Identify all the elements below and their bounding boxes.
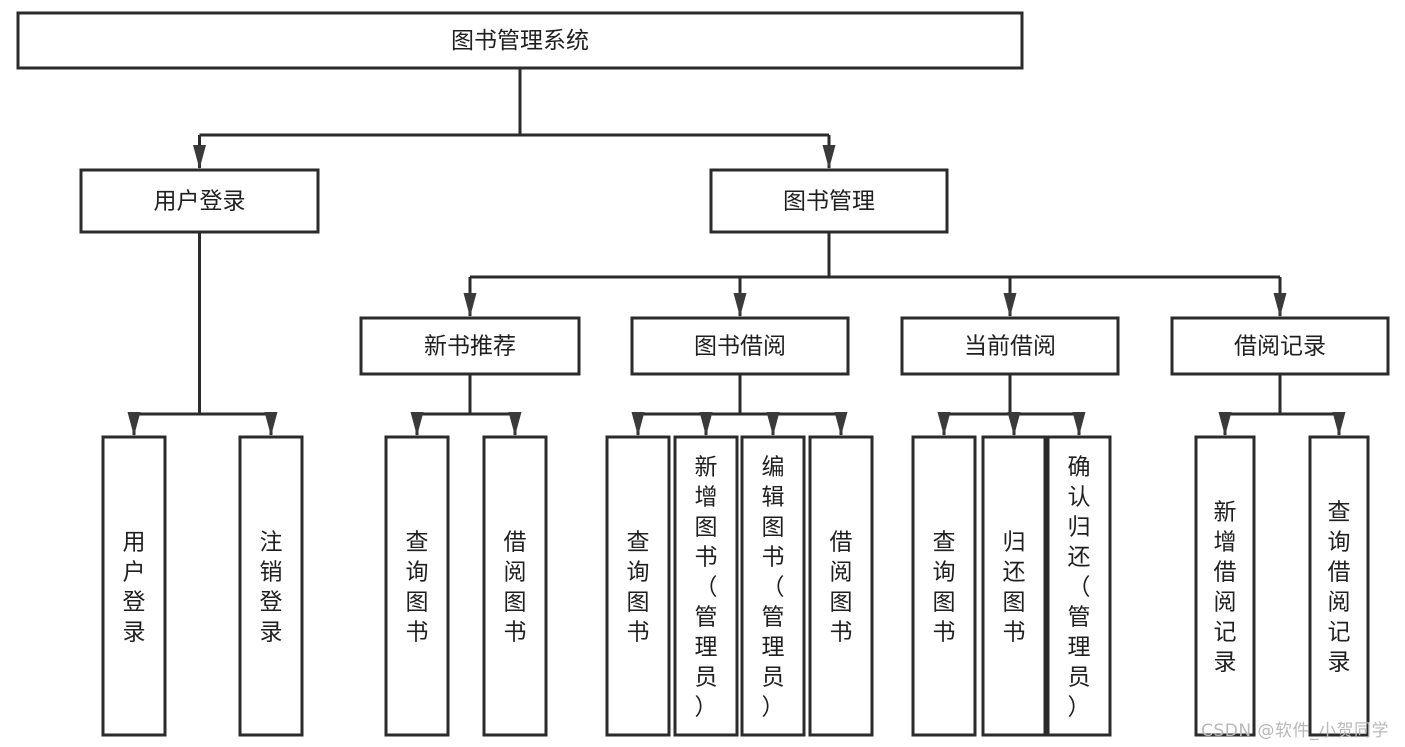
node-box: [1194, 435, 1256, 737]
arrow-head-icon: [1072, 412, 1086, 436]
arrow-head-icon: [733, 293, 747, 317]
node-leaf-7[interactable]: 借阅图书: [808, 435, 874, 737]
arrow-head-icon: [834, 412, 848, 436]
node-leaf-4[interactable]: 查询图书: [605, 435, 671, 737]
node-layer: 图书管理系统用户登录图书管理新书推荐图书借阅当前借阅借阅记录用户登录注销登录查询…: [16, 11, 1390, 737]
node-box: [384, 435, 450, 737]
node-label: 用户登录: [154, 189, 246, 215]
node-label: 当前借阅: [964, 334, 1056, 360]
arrow-head-icon: [463, 293, 477, 317]
node-box: [16, 11, 1024, 70]
arrow-head-icon: [127, 412, 141, 436]
node-box: [709, 168, 949, 234]
arrow-head-icon: [1332, 412, 1346, 436]
arrow-head-icon: [1218, 412, 1232, 436]
node-box: [1170, 316, 1390, 376]
node-level3-0[interactable]: 新书推荐: [359, 316, 581, 376]
node-leaf-3[interactable]: 借阅图书: [482, 435, 548, 737]
node-label: 注销登录: [260, 529, 283, 645]
node-box: [79, 168, 320, 234]
node-label: 借阅图书: [504, 529, 527, 645]
node-label: 借阅图书: [830, 529, 853, 645]
arrow-head-icon: [1007, 412, 1021, 436]
arrow-head-icon: [631, 412, 645, 436]
node-box: [630, 316, 850, 376]
node-leaf-5[interactable]: 新增图书（管理员）: [673, 435, 739, 737]
node-level3-2[interactable]: 当前借阅: [900, 316, 1120, 376]
node-leaf-11[interactable]: 新增借阅记录: [1194, 435, 1256, 737]
node-leaf-10[interactable]: 确认归还（管理员）: [1046, 435, 1112, 737]
node-leaf-1[interactable]: 注销登录: [238, 435, 304, 737]
node-leaf-12[interactable]: 查询借阅记录: [1308, 435, 1370, 737]
node-leaf-9[interactable]: 归还图书: [981, 435, 1047, 737]
node-box: [911, 435, 977, 737]
node-box: [808, 435, 874, 737]
node-box: [238, 435, 304, 737]
arrow-head-icon: [1003, 293, 1017, 317]
node-label: 借阅记录: [1234, 334, 1326, 360]
node-box: [1046, 435, 1112, 737]
node-root-0[interactable]: 图书管理系统: [16, 11, 1024, 70]
node-level2-0[interactable]: 用户登录: [79, 168, 320, 234]
node-label: 新增图书（管理员）: [695, 454, 718, 720]
connector-layer: [127, 68, 1346, 436]
node-box: [740, 435, 806, 737]
node-box: [101, 435, 167, 737]
node-label: 新增借阅记录: [1214, 499, 1237, 675]
arrow-head-icon: [193, 145, 206, 169]
node-box: [482, 435, 548, 737]
node-box: [673, 435, 739, 737]
node-label: 查询图书: [933, 529, 956, 645]
node-label: 编辑图书（管理员）: [762, 454, 785, 720]
node-label: 归还图书: [1003, 529, 1026, 645]
node-box: [605, 435, 671, 737]
node-level2-1[interactable]: 图书管理: [709, 168, 949, 234]
node-leaf-2[interactable]: 查询图书: [384, 435, 450, 737]
node-leaf-8[interactable]: 查询图书: [911, 435, 977, 737]
node-label: 查询图书: [627, 529, 650, 645]
node-box: [900, 316, 1120, 376]
arrow-head-icon: [937, 412, 951, 436]
node-label: 图书管理: [783, 189, 875, 215]
node-label: 查询图书: [406, 529, 429, 645]
node-box: [1308, 435, 1370, 737]
node-leaf-0[interactable]: 用户登录: [101, 435, 167, 737]
node-box: [981, 435, 1047, 737]
node-box: [359, 316, 581, 376]
node-label: 图书借阅: [694, 334, 786, 360]
node-leaf-6[interactable]: 编辑图书（管理员）: [740, 435, 806, 737]
arrow-head-icon: [822, 145, 836, 169]
arrow-head-icon: [508, 412, 522, 436]
arrow-head-icon: [1273, 293, 1287, 317]
node-label: 查询借阅记录: [1328, 499, 1351, 675]
node-label: 新书推荐: [424, 334, 516, 360]
arrow-head-icon: [410, 412, 424, 436]
node-level3-1[interactable]: 图书借阅: [630, 316, 850, 376]
node-label: 确认归还（管理员）: [1068, 454, 1091, 720]
node-label: 图书管理系统: [451, 28, 589, 54]
node-level3-3[interactable]: 借阅记录: [1170, 316, 1390, 376]
arrow-head-icon: [766, 412, 780, 436]
arrow-head-icon: [264, 412, 278, 436]
arrow-head-icon: [699, 412, 713, 436]
node-label: 用户登录: [123, 529, 146, 645]
